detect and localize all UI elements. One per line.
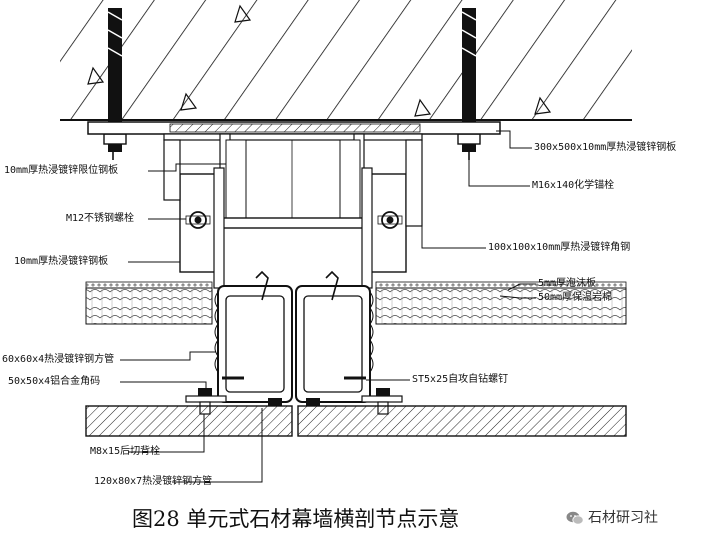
steel-tube-left [214,285,293,403]
label-limit-plate: 10mm厚热浸镀锌限位钢板 [4,165,119,176]
stone-panels [85,405,627,437]
embedded-steel-plate [87,121,501,135]
wechat-icon [566,511,584,525]
label-insulation: 50mm厚保温岩棉 [538,292,613,303]
label-10mm-plate: 10mm厚热浸镀锌钢板 [14,256,109,267]
label-m8-bolt: M8x15后切背栓 [90,446,161,457]
insulation-layer [85,281,627,325]
m12-bolt-right [377,211,403,229]
label-m16-anchor: M16x140化学锚栓 [532,180,615,191]
label-angle-steel: 100x100x10mm厚热浸镀锌角钢 [488,242,631,253]
label-60-tube: 60x60x4热浸镀锌钢方管 [2,354,115,365]
label-st5-screw: ST5x25自攻自钻螺钉 [412,374,509,385]
label-120-tube: 120x80x7热浸镀锌钢方管 [94,476,213,487]
label-alu-angle: 50x50x4铝合金角码 [8,376,101,387]
label-300-plate: 300x500x10mm厚热浸镀锌钢板 [534,142,677,153]
label-foam: 5mm厚泡沫板 [538,278,597,289]
angle-steel-assembly [163,133,423,289]
watermark-text: 石材研习社 [588,510,658,526]
concrete-slab [60,0,632,121]
self-drilling-screws [222,270,366,380]
label-m12-bolt: M12不锈钢螺栓 [66,213,135,224]
watermark: 石材研习社 [566,509,658,527]
anchor-bolt-right [457,8,481,160]
m12-bolt-left [185,211,211,229]
steel-tube-right [295,285,374,403]
anchor-bolt-left [103,8,127,160]
leader-lines [120,130,536,483]
figure-caption: 图28 单元式石材幕墙横剖节点示意 [132,507,460,531]
